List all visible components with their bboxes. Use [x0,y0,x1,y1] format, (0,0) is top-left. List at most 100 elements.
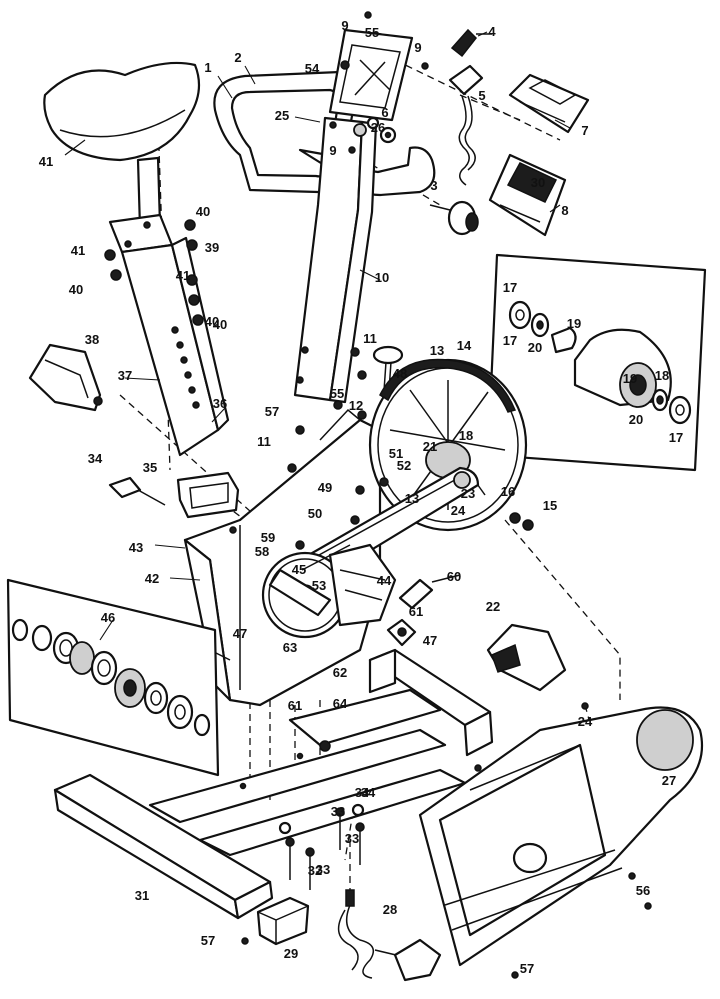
callout-label-46: 46 [101,610,115,625]
callout-label-12: 12 [349,398,363,413]
callout-label-18: 18 [459,428,473,443]
leader-lines [64,31,571,641]
end-cap [256,896,310,946]
callout-label-20: 20 [629,412,643,427]
callout-label-11: 11 [363,331,377,346]
callout-label-34: 34 [355,785,370,800]
sensor-clip [450,28,492,58]
callout-label-13: 13 [405,491,419,506]
console [508,73,590,134]
tension-knob [429,200,479,236]
callout-label-57: 57 [201,933,215,948]
callout-label-25: 25 [275,108,289,123]
callout-label-21: 21 [423,439,437,454]
callout-label-42: 42 [145,571,159,586]
callout-label-61: 61 [409,604,423,619]
sensor-wire [448,64,484,186]
console-bracket [328,28,414,122]
callout-label-39: 39 [205,240,219,255]
callout-label-55: 55 [365,25,379,40]
callout-label-47: 47 [423,633,437,648]
callout-label-23: 23 [461,486,475,501]
callout-label-17: 17 [503,333,517,348]
callout-label-16: 16 [501,484,515,499]
callout-label-51: 51 [389,446,403,461]
upright [293,116,378,404]
seat-post [108,213,230,457]
callout-label-44: 44 [377,573,392,588]
pedal-left [28,343,103,412]
callout-label-36: 36 [213,396,227,411]
callout-label-56: 56 [636,883,650,898]
callout-label-32: 32 [308,863,322,878]
callout-label-47: 47 [233,626,247,641]
callout-label-22: 22 [486,599,500,614]
callout-label-63: 63 [283,640,297,655]
callout-label-43: 43 [129,540,143,555]
callout-label-5: 5 [478,88,485,103]
callout-label-60: 60 [447,569,461,584]
callout-label-48: 48 [393,366,407,381]
bracket-assembly [328,543,397,627]
callout-label-19: 19 [623,371,637,386]
callout-label-30: 30 [531,175,545,190]
callout-label-20: 20 [528,340,542,355]
callout-label-45: 45 [292,562,306,577]
shield-screws [241,702,652,979]
magnet [386,618,417,647]
callout-label-26: 26 [371,120,385,135]
callout-label-6: 6 [381,105,388,120]
callout-label-15: 15 [543,498,557,513]
callout-label-24: 24 [578,714,593,729]
callout-label-18: 18 [655,368,669,383]
chainring [261,544,351,639]
callout-label-61: 61 [288,698,302,713]
callout-label-53: 53 [312,578,326,593]
small-screws [329,11,429,154]
pedal-right [486,623,567,692]
callout-label-33: 33 [316,862,330,877]
callout-label-24: 24 [451,503,466,518]
callout-label-11: 11 [257,434,271,449]
callout-label-40: 40 [69,282,83,297]
callout-label-29: 29 [284,946,298,961]
callout-label-33: 33 [331,804,345,819]
callout-label-37: 37 [118,368,132,383]
callout-label-9: 9 [414,40,421,55]
callout-label-50: 50 [308,506,322,521]
callout-label-49: 49 [318,480,332,495]
seat-knob [108,476,166,506]
callout-label-34: 34 [88,451,103,466]
side-shield [418,706,704,967]
callout-label-9: 9 [341,18,348,33]
spacer [398,574,461,610]
seat-post-holes [171,326,200,409]
callout-label-10: 10 [375,270,389,285]
flywheel-axle-panel [486,253,707,472]
callout-label-3: 3 [430,178,437,193]
callout-label-34: 34 [361,785,376,800]
callout-label-41: 41 [39,154,53,169]
base-bolts [278,803,365,890]
callout-label-14: 14 [457,338,472,353]
callout-label-40: 40 [205,314,219,329]
callout-label-55: 55 [330,386,344,401]
console-overlay [488,153,567,237]
callout-label-64: 64 [333,696,348,711]
callout-label-41: 41 [176,268,190,283]
callout-label-17: 17 [669,430,683,445]
bearing-set [11,618,211,737]
callout-label-31: 31 [135,888,149,903]
adapter [337,889,442,982]
callout-label-13: 13 [430,343,444,358]
callout-label-58: 58 [255,544,269,559]
callout-label-57: 57 [520,961,534,976]
callout-label-59: 59 [261,530,275,545]
callout-label-38: 38 [85,332,99,347]
callout-label-57: 57 [265,404,279,419]
callout-label-54: 54 [305,61,320,76]
upright-washers [366,116,397,144]
